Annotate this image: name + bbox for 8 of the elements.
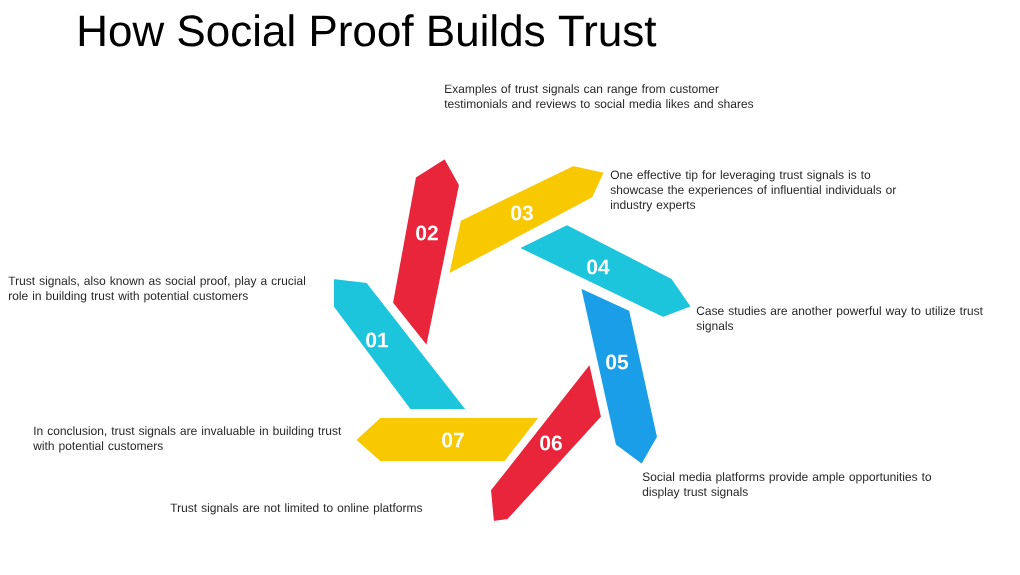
description-text: In conclusion, trust signals are invaluable in building trust with potential customers [33, 426, 342, 453]
description-text: Case studies are another powerful way to utilize trust signals [696, 306, 983, 333]
description-text: Examples of trust signals can range from customer testimonials and reviews to social media likes and shares [444, 84, 754, 108]
description-text: Trust signals are not limited to online platforms [170, 503, 423, 515]
description-text: One effective tip for leveraging trust signals is to showcase the experiences of influential individuals or industry experts [610, 170, 897, 212]
description-text: Social media platforms provide ample opportunities to display trust signals [642, 472, 932, 499]
description-text: Trust signals, also known as social proof, play a crucial role in building trust with potential customers [8, 276, 306, 303]
title: How Social Proof Builds Trust [79, 14, 657, 47]
